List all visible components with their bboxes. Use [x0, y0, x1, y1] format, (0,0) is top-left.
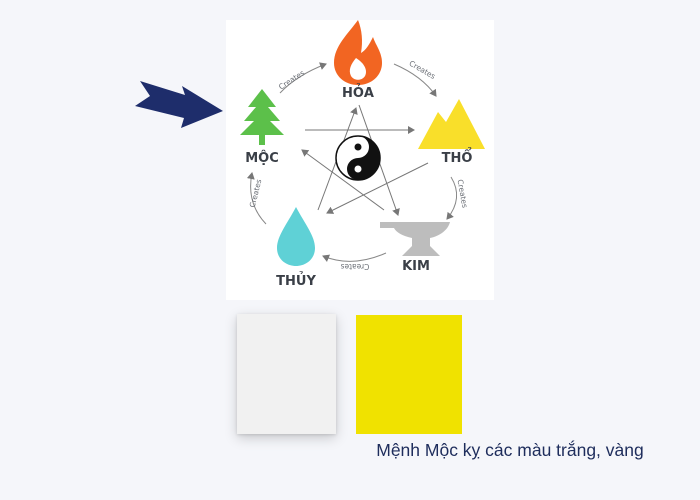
color-swatch-yellow [356, 315, 462, 434]
arrow-right-icon [135, 81, 223, 128]
water-drop-icon [277, 207, 315, 266]
element-tho: THỔ [418, 99, 485, 166]
creates-arrow-kim-thuy [322, 252, 387, 262]
yin-yang-icon [335, 135, 381, 181]
mountain-icon [418, 99, 485, 149]
control-arrow-tho-thuy [326, 162, 429, 214]
label-hoa: HỎA [342, 84, 374, 101]
control-arrow-kim-moc [301, 149, 385, 211]
creates-arrow-tho-kim [446, 176, 458, 220]
tree-icon [240, 89, 284, 145]
label-tho: THỔ [442, 148, 473, 166]
element-thuy: THỦY [276, 207, 316, 289]
element-hoa: HỎA [334, 20, 382, 101]
element-moc: MỘC [240, 89, 284, 166]
label-moc: MỘC [245, 150, 279, 166]
creates-arrow-moc-hoa [279, 62, 327, 94]
anvil-icon [380, 222, 450, 256]
label-kim: KIM [402, 259, 430, 274]
creates-arrow-thuy-moc [246, 172, 267, 225]
creates-label-kim-thuy: Creates [340, 262, 369, 271]
creates-arrow-hoa-tho [393, 63, 437, 97]
fire-icon [334, 20, 382, 85]
element-kim: KIM [380, 222, 450, 274]
label-thuy: THỦY [276, 272, 316, 289]
caption-text: Mệnh Mộc kỵ các màu trắng, vàng [376, 440, 644, 460]
color-swatch-white [237, 314, 336, 434]
